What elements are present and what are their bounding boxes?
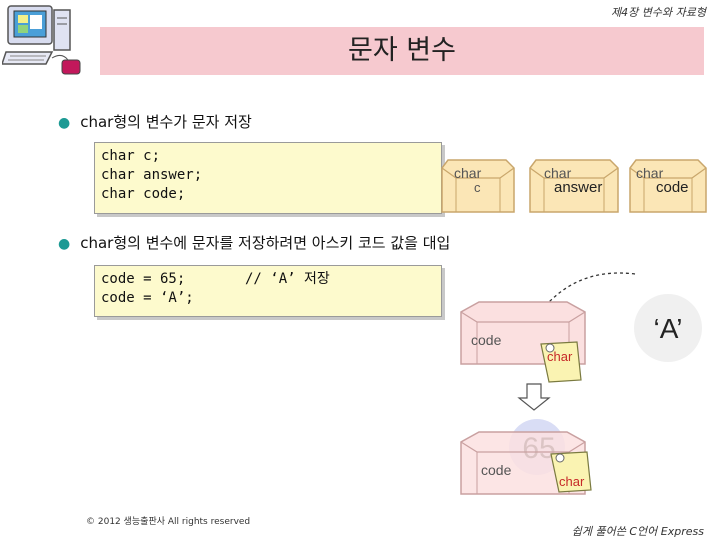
variable-box-answer: char answer xyxy=(529,159,619,213)
char-tag-label: char xyxy=(547,349,573,364)
box-type-label: char xyxy=(544,165,572,181)
code-comment: // ‘A’ 저장 xyxy=(245,271,330,287)
code-line: char c; xyxy=(101,148,161,164)
box-name-label: code xyxy=(656,179,689,196)
slide-title: 문자 변수 xyxy=(100,27,704,75)
bullet-1-text: char형의 변수가 문자 저장 xyxy=(80,113,252,131)
box-type-label: char xyxy=(454,165,482,181)
bullet-2-text: char형의 변수에 문자를 저장하려면 아스키 코드 값을 대입 xyxy=(80,234,451,252)
curved-arrow-icon xyxy=(532,272,636,323)
down-arrow-icon xyxy=(517,383,551,411)
chapter-note: 제4장 변수와 자료형 xyxy=(611,6,706,19)
box-name-label: c xyxy=(474,180,481,195)
variable-box-code: char code xyxy=(629,159,707,213)
code-line: char code; xyxy=(101,186,186,202)
code-line: char answer; xyxy=(101,167,203,183)
book-title-footer: 쉽게 풀어쓴 C언어 Express xyxy=(571,525,704,538)
code-line: code = ‘A’; xyxy=(101,290,194,306)
bullet-1: ● char형의 변수가 문자 저장 xyxy=(58,111,252,132)
code-box-assignment: code = 65; code = ‘A’; // ‘A’ 저장 xyxy=(94,265,442,317)
box-code-label: code xyxy=(481,462,512,478)
code-box-declarations: char c; char answer; char code; xyxy=(94,142,442,214)
box-name-label: answer xyxy=(554,179,602,196)
variable-box-c: char c xyxy=(441,159,515,213)
box-code-label: code xyxy=(471,332,502,348)
assignment-diagram: ‘A’ code char 65 code char xyxy=(460,272,702,495)
code-line: code = 65; xyxy=(101,271,186,287)
computer-clipart xyxy=(2,5,81,75)
copyright-text: © 2012 생능출판사 All rights reserved xyxy=(86,517,251,527)
char-value-label: ‘A’ xyxy=(653,313,682,344)
char-tag-label: char xyxy=(559,474,585,489)
bullet-2: ● char형의 변수에 문자를 저장하려면 아스키 코드 값을 대입 xyxy=(58,232,450,253)
bullet-dot-icon: ● xyxy=(58,115,71,131)
box-type-label: char xyxy=(636,165,664,181)
bullet-dot-icon: ● xyxy=(58,236,71,252)
